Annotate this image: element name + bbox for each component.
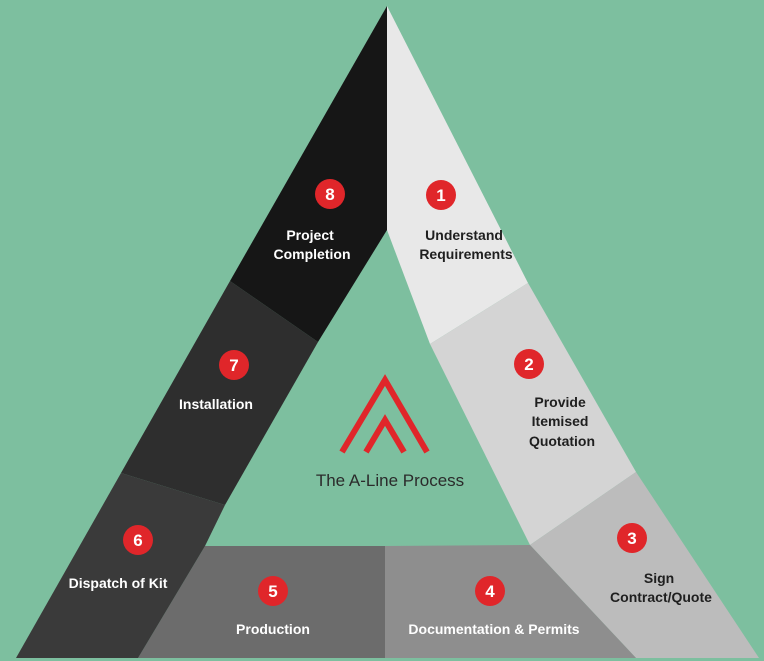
step-badge: [258, 576, 288, 606]
step-label: Sign Contract/Quote: [610, 570, 712, 605]
step-number: 7: [229, 356, 238, 375]
segment-step-2: [430, 283, 636, 545]
step-3: 3 Sign Contract/Quote: [610, 523, 712, 605]
step-badge: [315, 179, 345, 209]
segment-step-6: [16, 473, 225, 658]
step-number: 8: [325, 185, 334, 204]
step-number: 3: [627, 529, 636, 548]
segment-step-4: [385, 545, 636, 658]
step-label: Understand Requirements: [419, 227, 513, 262]
step-5: 5 Production: [236, 576, 310, 637]
segment-step-1: [387, 6, 528, 344]
step-number: 2: [524, 355, 533, 374]
step-badge: [123, 525, 153, 555]
step-badge: [514, 349, 544, 379]
segment-step-5: [138, 546, 385, 658]
a-line-logo: [339, 374, 430, 454]
step-label: Dispatch of Kit: [69, 575, 168, 591]
step-number: 5: [268, 582, 277, 601]
step-number: 1: [436, 186, 445, 205]
step-badge: [617, 523, 647, 553]
step-label: Project Completion: [274, 227, 351, 262]
step-badge: [426, 180, 456, 210]
step-1: 1 Understand Requirements: [419, 180, 513, 262]
step-6: 6 Dispatch of Kit: [69, 525, 168, 591]
step-label: Installation: [179, 396, 253, 412]
step-label: Provide Itemised Quotation: [529, 394, 595, 449]
step-label: Production: [236, 621, 310, 637]
segment-step-8: [230, 6, 387, 342]
diagram-title: The A-Line Process: [316, 471, 464, 490]
segment-step-7: [121, 281, 318, 505]
step-2: 2 Provide Itemised Quotation: [514, 349, 595, 449]
step-8: 8 Project Completion: [274, 179, 351, 262]
step-label: Documentation & Permits: [408, 621, 579, 637]
step-badge: [475, 576, 505, 606]
step-badge: [219, 350, 249, 380]
step-number: 6: [133, 531, 142, 550]
step-4: 4 Documentation & Permits: [408, 576, 580, 637]
step-number: 4: [485, 582, 495, 601]
step-7: 7 Installation: [179, 350, 253, 412]
segment-step-3: [530, 472, 759, 658]
